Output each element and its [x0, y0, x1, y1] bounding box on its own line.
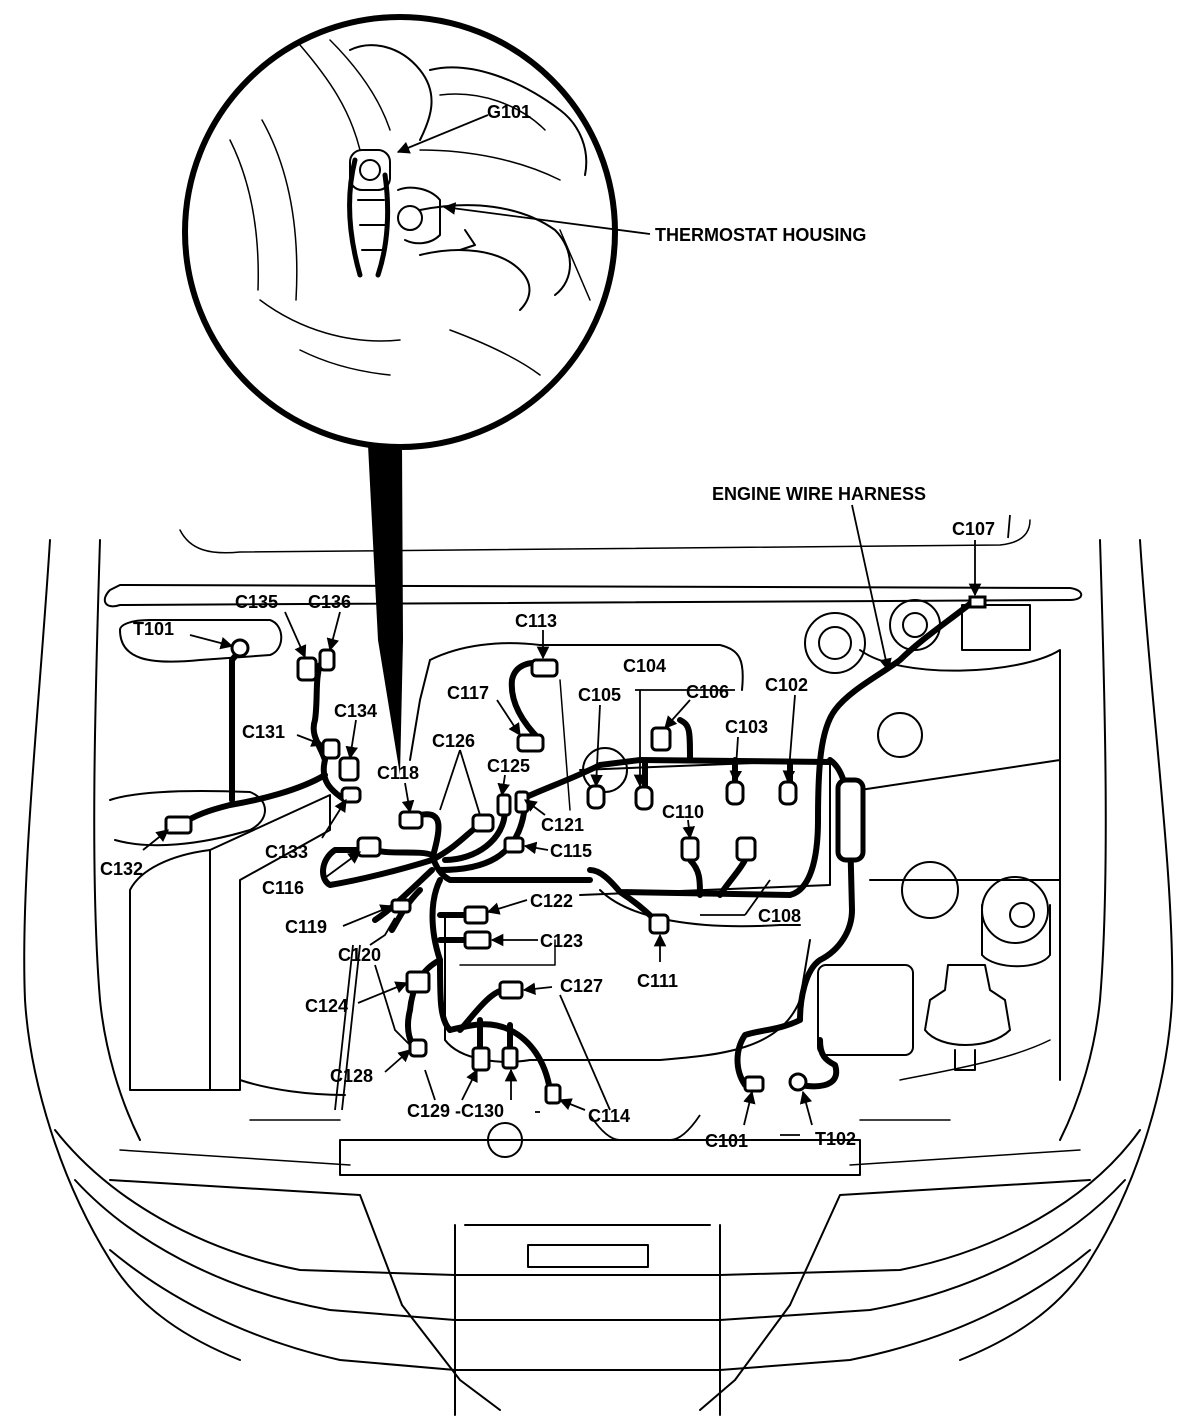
connector-c111 [648, 913, 670, 935]
c134-label: C134 [334, 701, 377, 721]
terminal-t101 [230, 638, 250, 658]
terminal-t102 [788, 1072, 808, 1092]
connector-c116 [356, 836, 382, 858]
connector-c110 [680, 836, 700, 862]
connector-c118 [398, 810, 424, 830]
connector-c105 [586, 784, 606, 810]
connector-c129 [471, 1046, 491, 1072]
t102-label: T102 [815, 1129, 856, 1149]
c121-label: C121 [541, 815, 584, 835]
c128-label: C128 [330, 1066, 373, 1086]
c135-label: C135 [235, 592, 278, 612]
c113-label: C113 [515, 611, 557, 631]
thermostat-housing-arrow [442, 202, 651, 235]
connector-c134 [338, 756, 360, 782]
connector-c122 [463, 905, 489, 925]
c102-label: C102 [765, 675, 808, 695]
c111-label: C111 [637, 971, 678, 991]
c133-label: C133 [265, 842, 308, 862]
connector-c115 [503, 836, 525, 854]
c114-label: C114 [588, 1106, 630, 1126]
c117-label: C117 [447, 683, 489, 703]
c126-label: C126 [432, 731, 475, 751]
connector-c102 [778, 780, 798, 806]
connector-c119 [390, 898, 412, 914]
t101-label: T101 [133, 619, 174, 639]
car-body-outline [23, 519, 1174, 1416]
engine-detail-sketch [229, 39, 591, 376]
connector-c101 [743, 1075, 765, 1093]
c106-label: C106 [686, 682, 729, 702]
connector-c117 [516, 733, 545, 753]
connector-c127 [498, 980, 524, 1000]
c116-label: C116 [262, 878, 304, 898]
c124-label: C124 [305, 996, 348, 1016]
callout-labels: ENGINE WIRE HARNESS C107 C113 C135 C136 … [100, 484, 995, 1151]
connector-c128 [408, 1038, 428, 1058]
connector-c107 [968, 595, 987, 609]
engine-wire-harness-label: ENGINE WIRE HARNESS [712, 484, 926, 504]
c110-label: C110 [662, 802, 704, 822]
c136-label: C136 [308, 592, 351, 612]
connector-c133 [340, 786, 362, 804]
c115-label: C115 [550, 841, 592, 861]
c107-label: C107 [952, 519, 995, 539]
connector-c126 [471, 813, 495, 833]
connector-c125 [496, 793, 512, 817]
c125-label: C125 [487, 756, 530, 776]
c101-label: C101 [705, 1131, 748, 1151]
c108-label: C108 [758, 906, 801, 926]
zoom-pointer [368, 445, 403, 775]
c122-label: C122 [530, 891, 573, 911]
c131-label: C131 [242, 722, 285, 742]
connector-c124 [405, 970, 431, 994]
zoom-circle-outline [182, 14, 618, 450]
c127-label: C127 [560, 976, 603, 996]
g101-arrow [396, 114, 489, 154]
c103-label: C103 [725, 717, 768, 737]
c132-label: C132 [100, 859, 143, 879]
thermostat-housing-label: THERMOSTAT HOUSING [655, 225, 866, 245]
c123-label: C123 [540, 931, 583, 951]
connector-c131 [321, 738, 341, 760]
detail-zoom-circle: G101 [182, 14, 618, 775]
connector-c135 [296, 656, 318, 682]
c105-label: C105 [578, 685, 621, 705]
connector-c123 [463, 930, 492, 950]
g101-label: G101 [487, 102, 531, 122]
connector-c136 [318, 648, 336, 672]
c104-label: C104 [623, 656, 666, 676]
c118-label: C118 [377, 763, 419, 783]
connector-c132 [164, 815, 193, 835]
callout-leaders [142, 504, 1011, 1141]
connector-c114 [544, 1083, 562, 1105]
connector-c108 [735, 836, 757, 862]
connector-c106 [650, 726, 672, 752]
connector-c113 [530, 658, 559, 678]
c119-label: C119 [285, 917, 327, 937]
connector-c104 [634, 785, 654, 811]
c120-label: C120 [338, 945, 381, 965]
connector-c130 [501, 1046, 519, 1070]
c129-c130-label: C129 -C130 [407, 1101, 504, 1121]
connector-c103 [725, 780, 745, 806]
